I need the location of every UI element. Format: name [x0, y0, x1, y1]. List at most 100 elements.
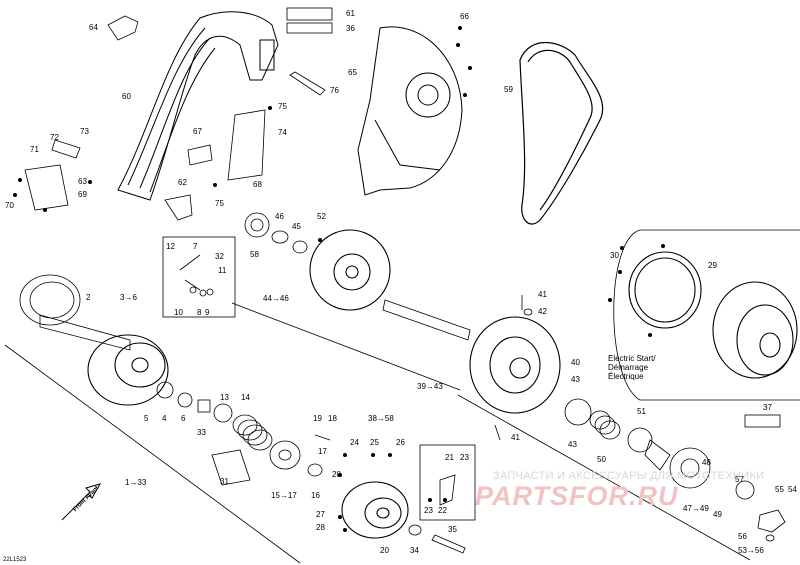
pin — [289, 71, 326, 96]
part-label: 47→49 — [683, 504, 709, 513]
part-label: 23 — [424, 506, 433, 515]
part-label: 63 — [78, 177, 87, 186]
part-label: 9 — [205, 308, 210, 317]
washer-57 — [735, 480, 755, 500]
part-label: 23 — [460, 453, 469, 462]
part-label: 40 — [571, 358, 580, 367]
part-label: 18 — [328, 414, 337, 423]
part-label: 58 — [250, 250, 259, 259]
movable-sheave — [87, 334, 169, 406]
part-label: 28 — [332, 470, 341, 479]
part-label: 64 — [89, 23, 98, 32]
part-label: 13 — [220, 393, 229, 402]
part-label: 33 — [197, 428, 206, 437]
starter-pulley — [712, 281, 798, 379]
part-label: 66 — [460, 12, 469, 21]
part-label: 25 — [370, 438, 379, 447]
hardware-dots — [13, 26, 665, 532]
fixed-sheave — [19, 274, 131, 351]
part-label: 61 — [346, 9, 355, 18]
inner-cover — [357, 26, 463, 196]
spider-15 — [269, 440, 301, 470]
part-label: 4 — [162, 414, 167, 423]
part-label: 26 — [396, 438, 405, 447]
part-label: 14 — [241, 393, 250, 402]
watermark-tagline: ЗАПЧАСТИ И АКСЕССУАРЫ ДЛЯ МОТОТЕХНИКИ — [493, 470, 765, 482]
part-label: 60 — [122, 92, 131, 101]
part-label: 53→56 — [738, 546, 764, 555]
part-label: 27 — [316, 510, 325, 519]
part-label: 73 — [80, 127, 89, 136]
part-label: 32 — [215, 252, 224, 261]
part-label: 44→46 — [263, 294, 289, 303]
part-label: 19 — [313, 414, 322, 423]
part-label: 75 — [215, 199, 224, 208]
bushing-6 — [177, 392, 193, 408]
part-label: 7 — [193, 242, 198, 251]
bolt-35 — [431, 534, 466, 554]
part-label: 71 — [30, 145, 39, 154]
part-label: 39→43 — [417, 382, 443, 391]
decal-37 — [744, 414, 781, 428]
part-label: 50 — [597, 455, 606, 464]
part-label: 15→17 — [271, 491, 297, 500]
ring-gear-29 — [628, 251, 702, 329]
diagram-reference: 22L1523 — [3, 557, 27, 563]
part-label: 31 — [220, 477, 229, 486]
detail-box-cam — [419, 444, 476, 521]
part-label: 11 — [218, 266, 227, 275]
support-bracket — [227, 109, 266, 181]
part-label: 46 — [275, 212, 284, 221]
bushing-4 — [156, 381, 174, 399]
decal-61 — [286, 7, 333, 21]
part-label: 43 — [571, 375, 580, 384]
part-label: 48 — [702, 458, 711, 467]
part-label: 37 — [763, 403, 772, 412]
washer-56 — [765, 534, 775, 542]
part-label: 35 — [448, 525, 457, 534]
part-label: 41 — [511, 433, 520, 442]
part-label: 28 — [316, 523, 325, 532]
seal-58 — [244, 212, 270, 238]
guide-line-shaft — [231, 302, 461, 391]
part-label: 59 — [504, 85, 513, 94]
part-label: 8 — [197, 308, 202, 317]
washer-13 — [213, 403, 233, 423]
part-label: 68 — [253, 180, 262, 189]
part-label: 36 — [346, 24, 355, 33]
part-label: 76 — [330, 86, 339, 95]
part-label: 5 — [144, 414, 149, 423]
seal-51 — [564, 398, 592, 426]
part-label: 24 — [350, 438, 359, 447]
nut-53 — [757, 509, 786, 533]
guide-line-drive-pulley — [4, 344, 301, 564]
part-label: 30 — [610, 251, 619, 260]
part-label: 65 — [348, 68, 357, 77]
part-label: 45 — [292, 222, 301, 231]
part-label: 17 — [318, 447, 327, 456]
decal-36 — [286, 22, 333, 34]
part-label: 29 — [708, 261, 717, 270]
part-label: 57 — [735, 475, 744, 484]
part-label: 22 — [438, 506, 447, 515]
part-label: 3→6 — [120, 293, 137, 302]
part-label: 56 — [738, 532, 747, 541]
part-label: 20 — [380, 546, 389, 555]
part-label: 72 — [50, 133, 59, 142]
part-label: 54 — [788, 485, 797, 494]
driven-fixed-sheave — [309, 229, 391, 311]
shaft — [382, 299, 471, 341]
part-label: 52 — [317, 212, 326, 221]
slider — [644, 439, 671, 471]
part-label: 49 — [713, 510, 722, 519]
watermark-logo: PARTSFOR.RU — [475, 481, 679, 511]
sleeve-31 — [211, 449, 251, 486]
cam-47 — [669, 447, 711, 489]
governor-cup — [341, 481, 409, 539]
bracket — [164, 194, 193, 221]
seal-51b — [627, 427, 653, 453]
part-label: 38→58 — [368, 414, 394, 423]
small-bracket — [24, 164, 69, 211]
washer-34 — [408, 524, 422, 536]
